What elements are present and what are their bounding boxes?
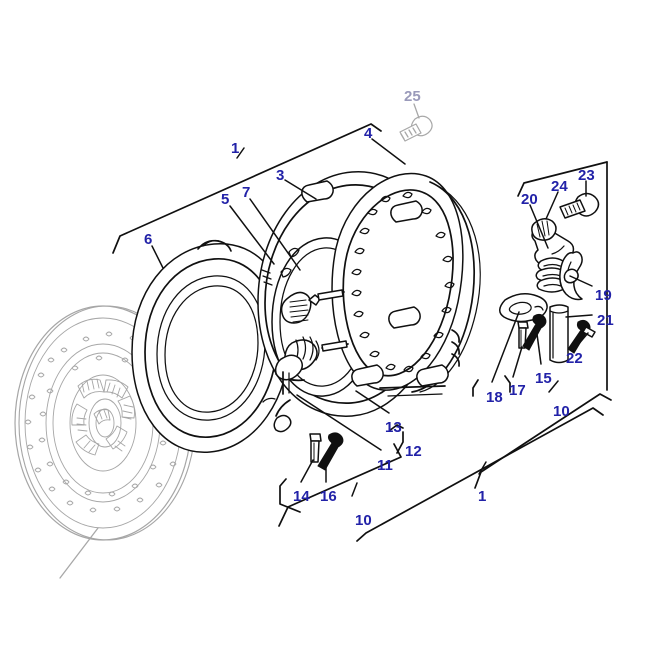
callout-21: 21 xyxy=(597,312,614,329)
callout-4: 4 xyxy=(364,125,373,142)
part-16-bolt xyxy=(317,432,344,471)
leader-lines xyxy=(151,138,593,483)
leader-17 xyxy=(512,346,523,378)
callout-13: 13 xyxy=(385,419,402,436)
leader-4 xyxy=(371,138,406,165)
callout-25: 25 xyxy=(404,88,421,105)
callout-3: 3 xyxy=(276,167,285,184)
callout-7: 7 xyxy=(242,184,251,201)
part-22-screw xyxy=(567,319,596,354)
bracket-11 xyxy=(396,431,404,454)
callout-19: 19 xyxy=(595,287,612,304)
leader-20 xyxy=(529,204,549,249)
group-brackets xyxy=(112,123,612,542)
callout-17: 17 xyxy=(509,382,526,399)
callout-1-top: 1 xyxy=(231,140,240,157)
leader-15 xyxy=(536,333,542,365)
bracket-14-16 xyxy=(279,478,301,513)
callout-11: 11 xyxy=(377,457,393,474)
callout-6: 6 xyxy=(144,231,153,248)
part-23-bolt xyxy=(559,192,600,219)
bracket-17 xyxy=(504,375,511,393)
callout-15: 15 xyxy=(535,370,552,387)
leader-22 xyxy=(576,332,589,347)
part-15-pin xyxy=(522,313,547,351)
clutch-cover-ring xyxy=(131,239,291,453)
leader-14 xyxy=(300,459,314,483)
bracket-12 xyxy=(388,424,404,432)
callout-14: 14 xyxy=(293,488,310,505)
bracket-top-left xyxy=(112,123,382,254)
part-21-cylindrical-pin xyxy=(549,304,569,364)
part-14-bolt xyxy=(309,433,322,463)
leader-13 xyxy=(355,390,390,414)
callout-23: 23 xyxy=(578,167,595,184)
clutch-spring-stack xyxy=(274,336,349,395)
bracket-right-group xyxy=(474,393,612,489)
part-17-bolt xyxy=(517,321,529,349)
leader-7 xyxy=(249,198,301,271)
leader-21 xyxy=(565,314,593,318)
leader-3 xyxy=(284,179,317,200)
bracket-right-upper xyxy=(517,161,608,197)
leader-5 xyxy=(229,205,275,265)
leader-24 xyxy=(545,191,559,220)
leader-19 xyxy=(569,275,593,287)
callout-12: 12 xyxy=(405,443,422,460)
callout-22: 22 xyxy=(566,350,583,367)
leader-6 xyxy=(151,245,164,269)
part-20-release-lever xyxy=(531,226,575,293)
disc-leader-line xyxy=(59,527,99,579)
callout-24: 24 xyxy=(551,178,568,195)
callout-18: 18 xyxy=(486,389,503,406)
part-14-16-bolts xyxy=(309,432,344,471)
part-25-bolt-ghost xyxy=(399,103,433,142)
pressure-plate-assembly xyxy=(257,171,481,433)
callout-1-bottom: 1 xyxy=(478,488,487,505)
callout-5: 5 xyxy=(221,191,230,208)
leader-18 xyxy=(491,311,520,383)
callout-20: 20 xyxy=(521,191,538,208)
bracket-18 xyxy=(472,379,479,397)
leader-11 xyxy=(296,394,382,451)
callout-10-right: 10 xyxy=(553,403,570,420)
release-bearing-hub xyxy=(280,289,345,324)
callout-10-bottom: 10 xyxy=(355,512,372,529)
bracket-bottom-right xyxy=(356,407,604,542)
callout-16: 16 xyxy=(320,488,337,505)
